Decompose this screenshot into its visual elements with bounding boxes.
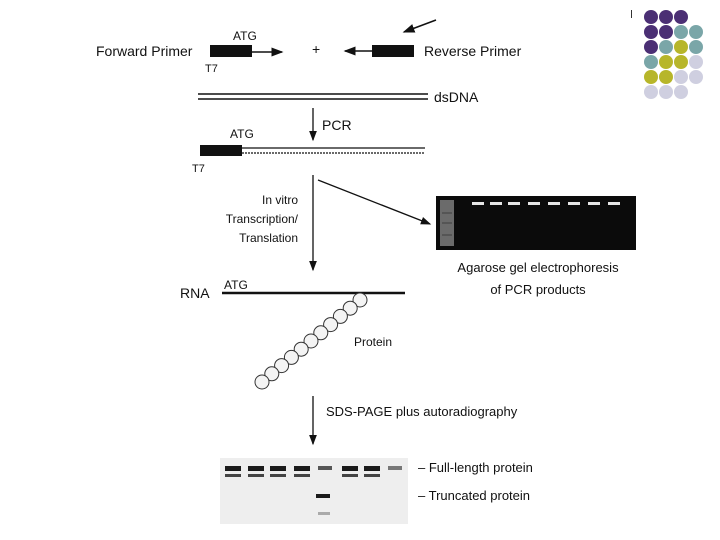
decor-dot: [689, 55, 703, 69]
decor-dot: [659, 85, 673, 99]
decor-dot: [674, 70, 688, 84]
atg-label-rna: ATG: [224, 278, 248, 292]
t7-label-top: T7: [205, 63, 218, 75]
protein-bead: [323, 317, 339, 333]
decor-dot: [644, 85, 658, 99]
atg-label-top: ATG: [233, 29, 257, 43]
protein-bead: [254, 374, 270, 390]
decor-dot: [689, 70, 703, 84]
protein-bead: [264, 366, 280, 382]
decor-dot: [644, 10, 658, 24]
decor-dot: [644, 70, 658, 84]
protein-bead: [303, 333, 319, 349]
protein-bead: [283, 349, 299, 365]
decor-dot: [674, 25, 688, 39]
forward-primer-label: Forward Primer: [96, 43, 193, 59]
gel-caption-line-2: of PCR products: [490, 282, 586, 297]
decor-dot: [659, 25, 673, 39]
protein-bead: [293, 341, 309, 357]
atg-label-pcr: ATG: [230, 127, 254, 141]
invitro-line-3: Translation: [239, 231, 298, 245]
decor-dot: [659, 70, 673, 84]
decor-dot: [644, 40, 658, 54]
protein-bead: [274, 358, 290, 374]
decor-dot: [674, 40, 688, 54]
plus-sign: +: [312, 41, 320, 57]
decorative-dot-grid: [0, 0, 720, 120]
t7-label-pcr: T7: [192, 163, 205, 175]
decor-dot: [674, 10, 688, 24]
sds-page-autoradiograph: [220, 458, 408, 524]
pcr-t7-block: [200, 145, 242, 156]
protein-bead: [342, 300, 358, 316]
gel-arrow: [317, 179, 432, 225]
decor-dot: [674, 55, 688, 69]
rna-label: RNA: [180, 285, 210, 301]
protein-bead: [352, 292, 368, 308]
invitro-line-1: In vitro: [262, 193, 298, 207]
agarose-gel-image: [436, 196, 636, 250]
corner-tick: [631, 10, 632, 18]
sds-page-label: SDS-PAGE plus autoradiography: [326, 404, 518, 419]
protein-bead: [313, 325, 329, 341]
decor-dot: [674, 85, 688, 99]
invitro-line-2: Transcription/: [226, 212, 299, 226]
decor-dot: [659, 40, 673, 54]
reverse-primer-label: Reverse Primer: [424, 43, 522, 59]
forward-primer-block: [210, 45, 252, 57]
gel-caption-line-1: Agarose gel electrophoresis: [457, 260, 619, 275]
decor-dot: [659, 10, 673, 24]
protein-bead-chain: [254, 292, 368, 390]
decor-dot: [689, 40, 703, 54]
reverse-primer-pointer: [402, 19, 437, 33]
decor-dot: [644, 25, 658, 39]
protein-bead: [332, 308, 348, 324]
truncated-label: – Truncated protein: [418, 488, 530, 503]
decor-dot: [659, 55, 673, 69]
pcr-label: PCR: [322, 117, 352, 133]
protein-label: Protein: [354, 335, 392, 349]
decor-dot: [644, 55, 658, 69]
decor-dot: [689, 25, 703, 39]
dsdna-label: dsDNA: [434, 89, 479, 105]
full-length-label: – Full-length protein: [418, 460, 533, 475]
reverse-primer-block: [372, 45, 414, 57]
